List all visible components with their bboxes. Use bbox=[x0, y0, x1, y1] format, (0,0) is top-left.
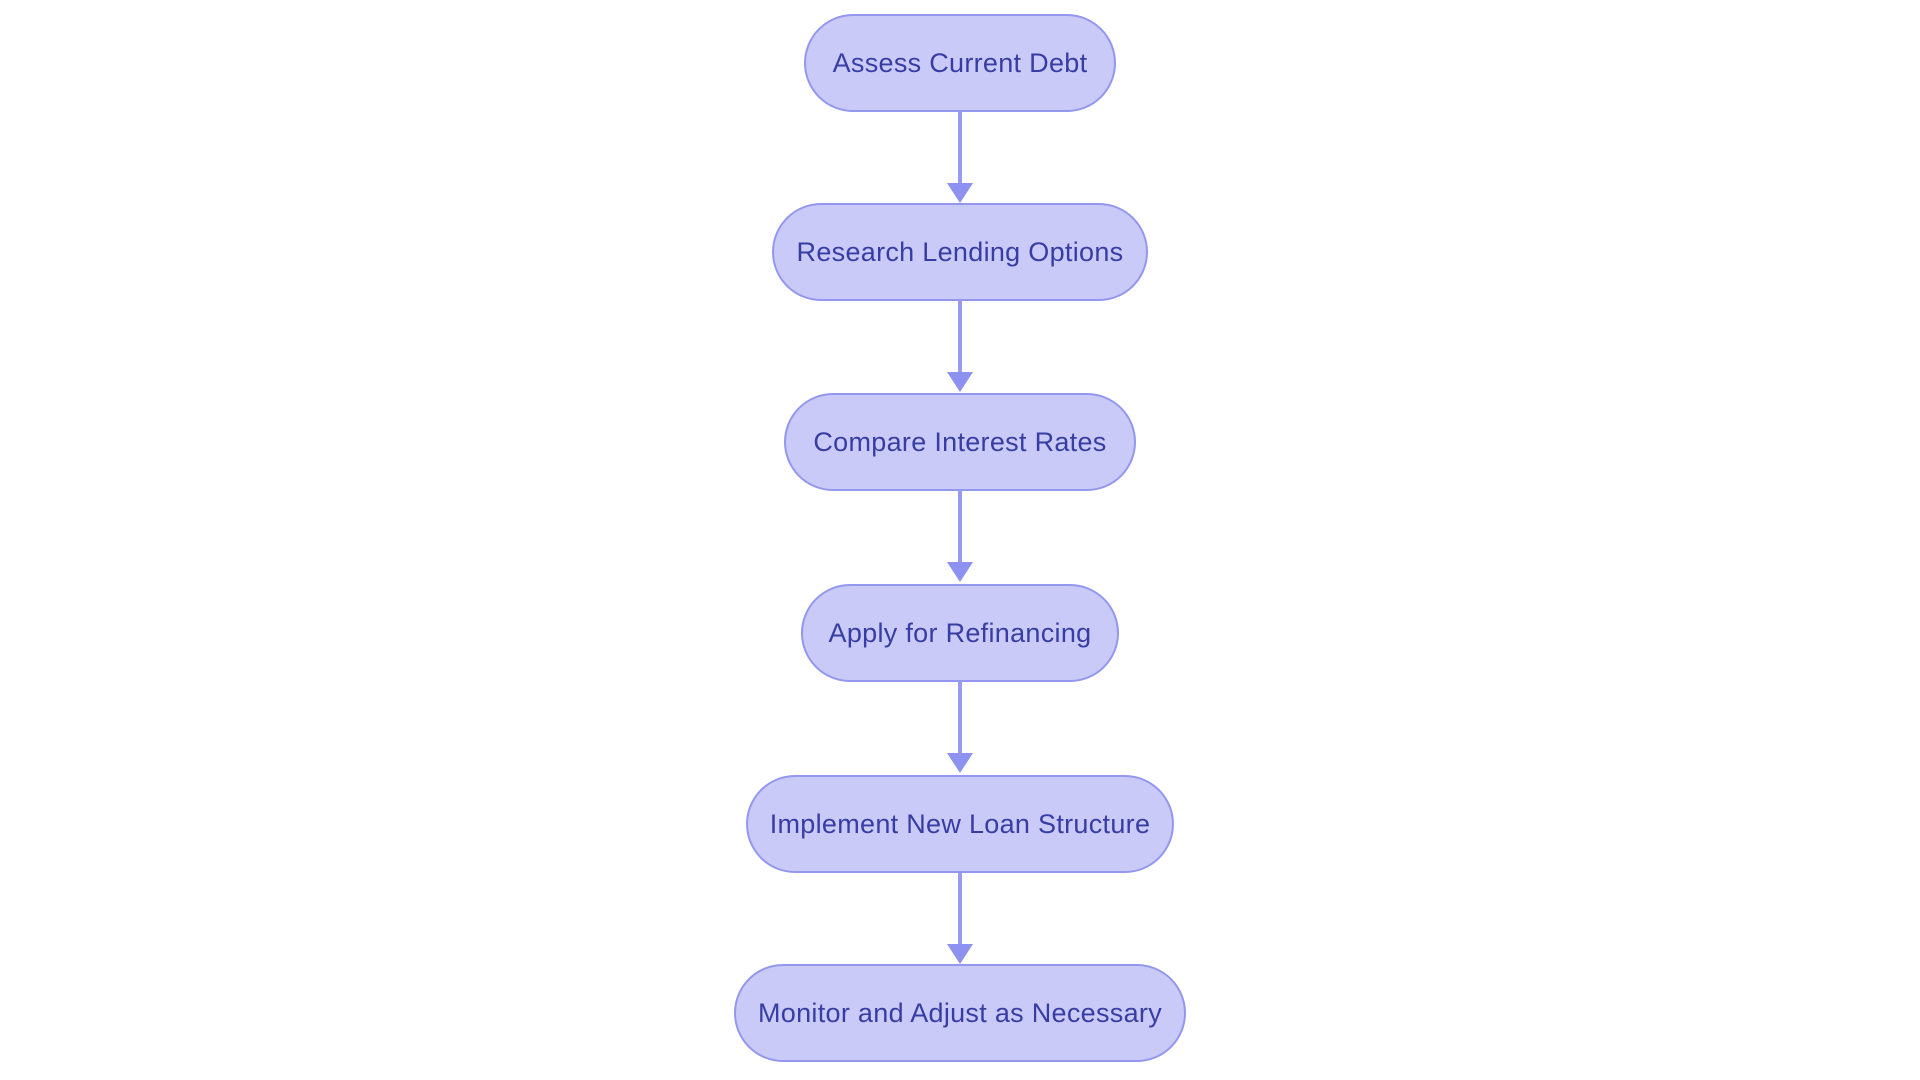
flow-connector-arrow bbox=[947, 490, 973, 582]
flow-node-label: Apply for Refinancing bbox=[828, 617, 1092, 648]
flow-connector-arrow bbox=[947, 681, 973, 773]
arrow-down-icon bbox=[947, 562, 973, 582]
arrow-line bbox=[958, 490, 962, 562]
arrow-down-icon bbox=[947, 372, 973, 392]
arrow-down-icon bbox=[947, 183, 973, 203]
flow-node-label: Assess Current Debt bbox=[832, 47, 1088, 78]
arrow-line bbox=[958, 681, 962, 753]
flow-connector-arrow bbox=[947, 300, 973, 392]
arrow-line bbox=[958, 111, 962, 183]
flow-connector-arrow bbox=[947, 872, 973, 964]
flow-node-research-lending-options: Research Lending Options bbox=[772, 203, 1148, 301]
arrow-line bbox=[958, 872, 962, 944]
flow-node-label: Implement New Loan Structure bbox=[769, 808, 1151, 839]
arrow-line bbox=[958, 300, 962, 372]
flow-node-compare-interest-rates: Compare Interest Rates bbox=[784, 393, 1136, 491]
flow-node-monitor-and-adjust-as-necessary: Monitor and Adjust as Necessary bbox=[734, 964, 1186, 1062]
arrow-down-icon bbox=[947, 753, 973, 773]
flow-node-assess-current-debt: Assess Current Debt bbox=[804, 14, 1116, 112]
flow-node-label: Research Lending Options bbox=[796, 236, 1124, 267]
flow-node-label: Monitor and Adjust as Necessary bbox=[758, 997, 1162, 1028]
flow-node-apply-for-refinancing: Apply for Refinancing bbox=[801, 584, 1119, 682]
arrow-down-icon bbox=[947, 944, 973, 964]
flow-connector-arrow bbox=[947, 111, 973, 203]
flow-node-label: Compare Interest Rates bbox=[813, 426, 1107, 457]
flow-node-implement-new-loan-structure: Implement New Loan Structure bbox=[746, 775, 1174, 873]
